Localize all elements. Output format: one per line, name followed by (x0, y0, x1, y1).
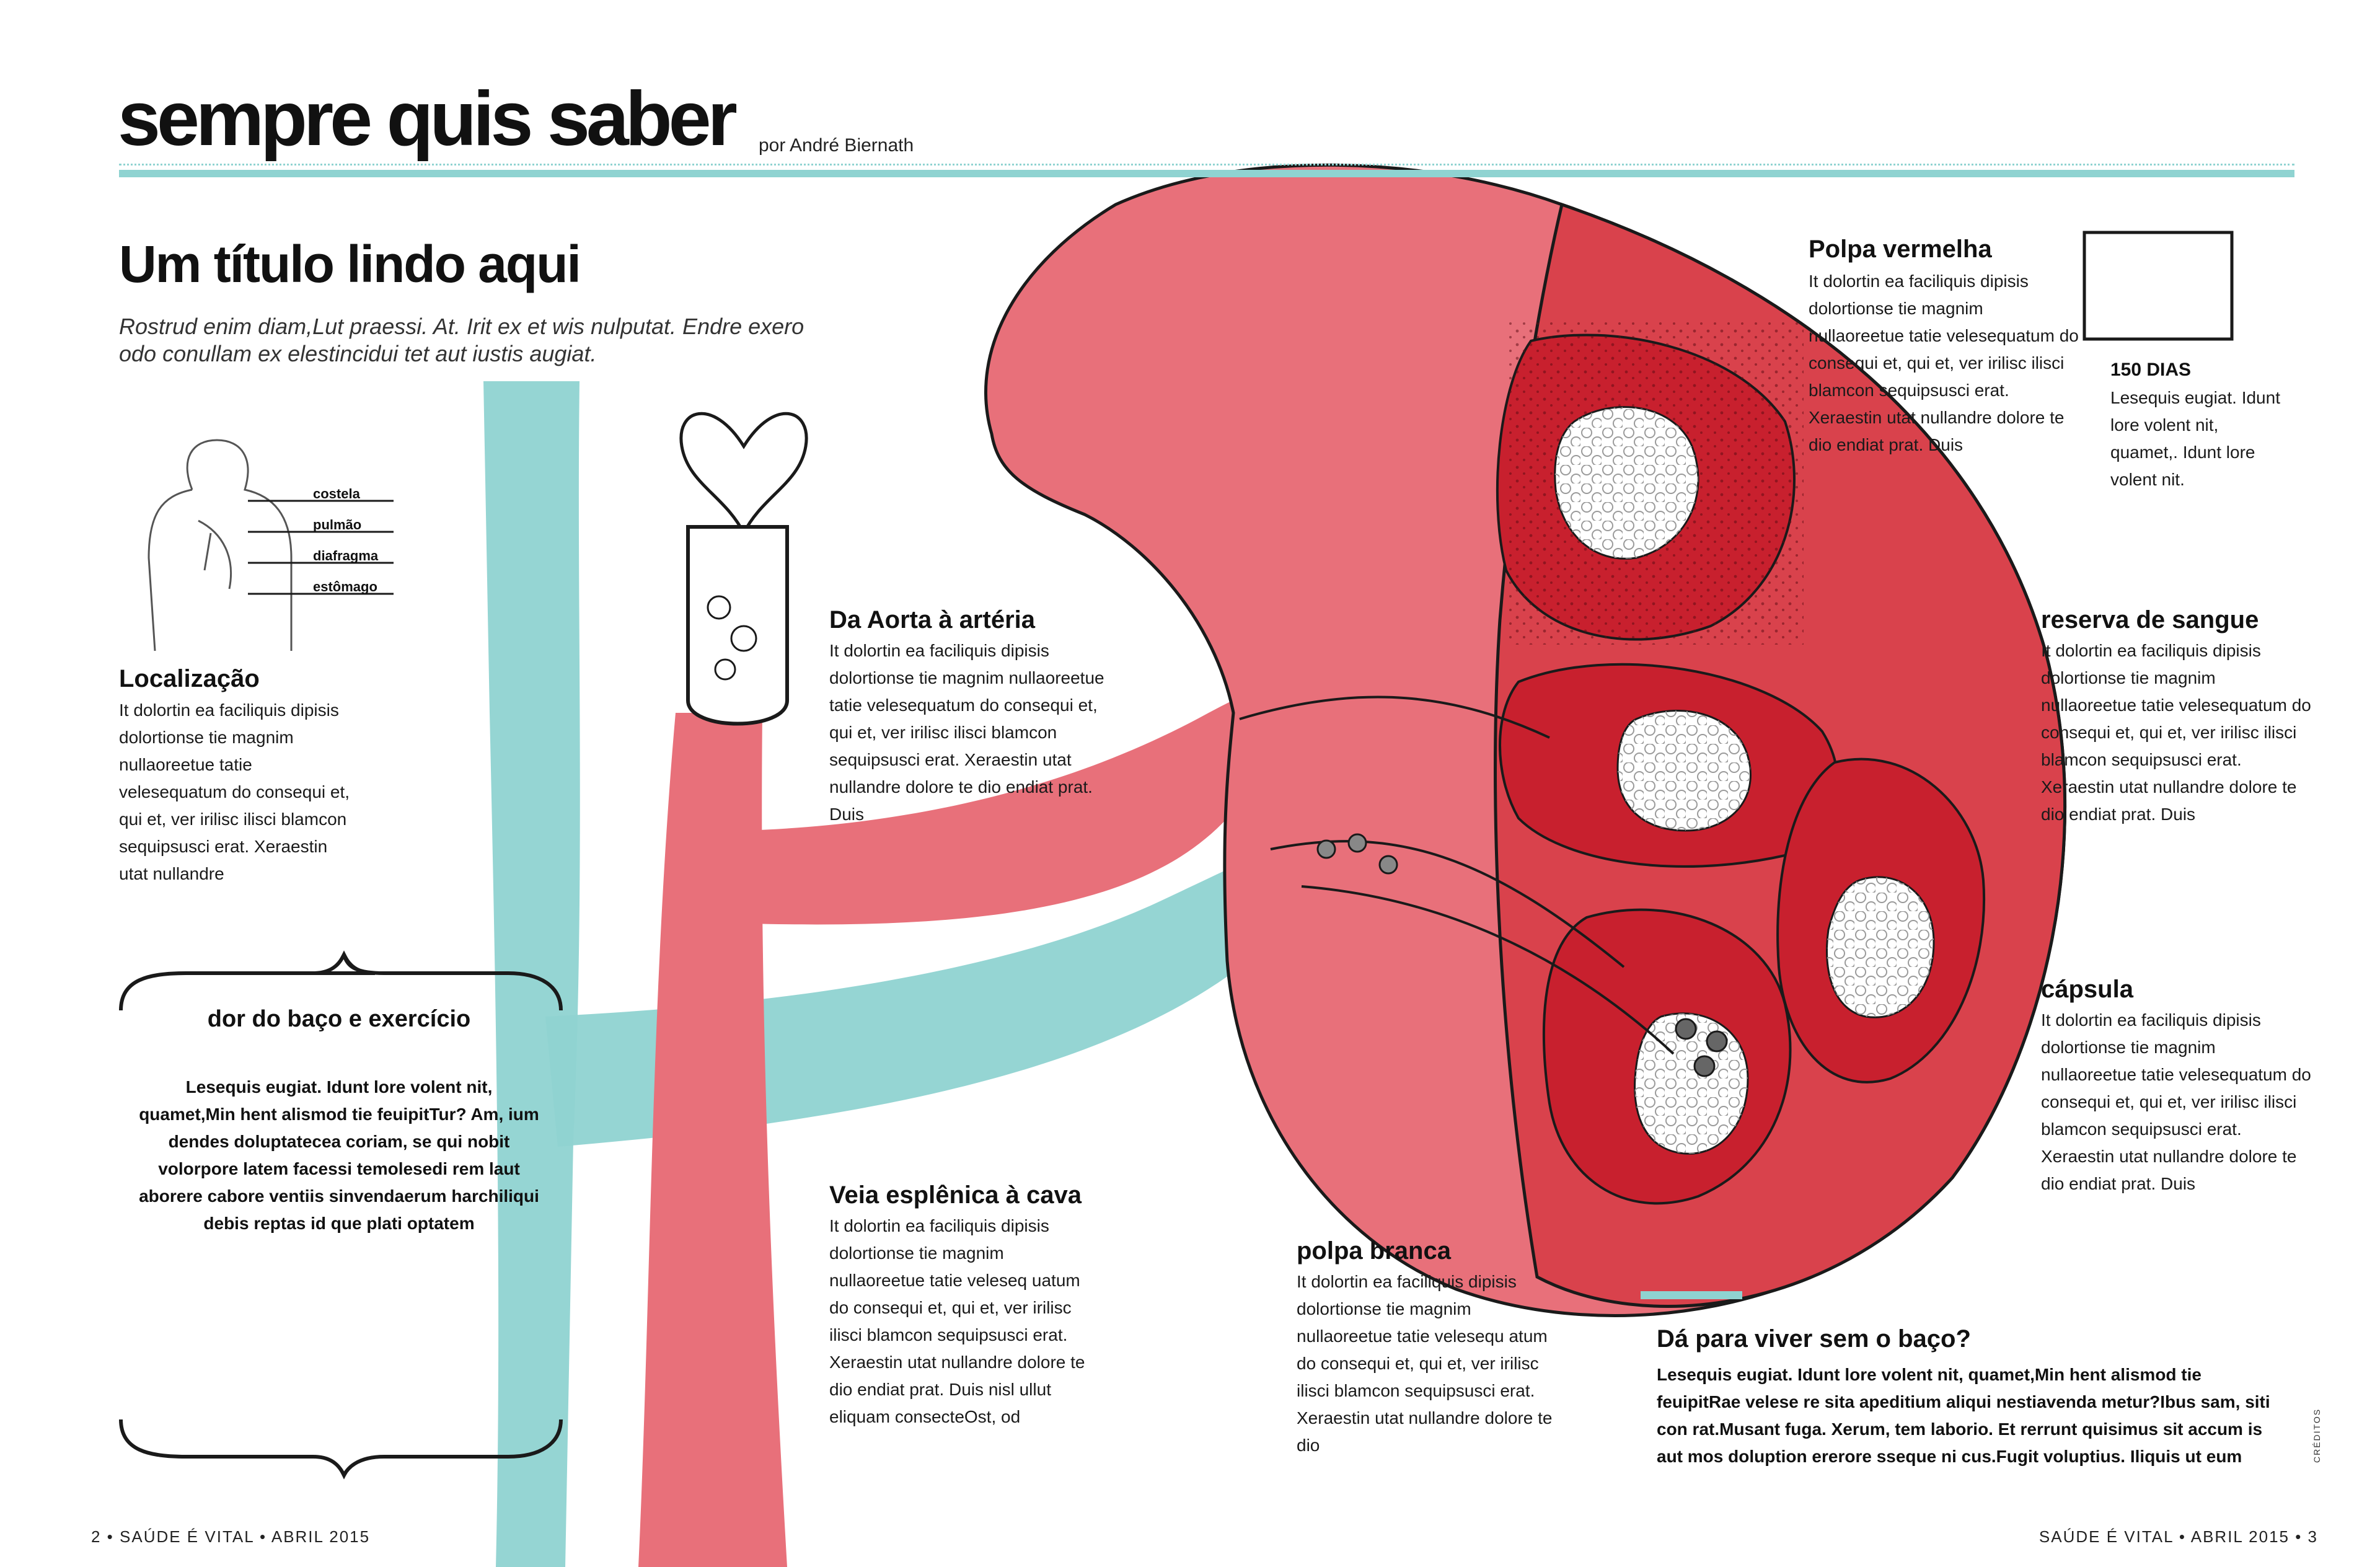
page-subtitle: Rostrud enim diam,Lut praessi. At. Irit … (119, 314, 804, 366)
aorta-heading: Da Aorta à artéria (829, 606, 1035, 633)
footer-right: SAÚDE É VITAL • ABRIL 2015 • 3 (2038, 1527, 2318, 1546)
veia-text: It dolortin ea faciliquis dipisis dolort… (829, 1216, 1085, 1426)
body-label-costela: costela (313, 486, 360, 501)
aorta-text: It dolortin ea faciliquis dipisis dolort… (829, 641, 1104, 824)
localizacao-text: It dolortin ea faciliquis dipisis dolort… (119, 700, 350, 883)
white-pulp-pattern (1827, 876, 1934, 1018)
white-pulp-pattern (1618, 710, 1751, 831)
polpa-branca-text: It dolortin ea faciliquis dipisis dolort… (1297, 1272, 1553, 1455)
section-title: sempre quis saber (118, 76, 738, 162)
reserva-heading: reserva de sangue (2041, 606, 2259, 633)
polpa-branca-heading: polpa branca (1297, 1237, 1451, 1265)
body-label-leaders (248, 500, 394, 595)
footer-left: 2 • SAÚDE É VITAL • ABRIL 2015 (91, 1527, 371, 1546)
body-label-diafragma: diafragma (313, 548, 379, 563)
polpa-vermelha-text: It dolortin ea faciliquis dipisis dolort… (1809, 271, 2079, 454)
header-dotted-rule (119, 164, 2294, 166)
veia-heading: Veia esplênica à cava (829, 1181, 1082, 1209)
capsula-text: It dolortin ea faciliquis dipisis dolort… (2041, 1010, 2311, 1193)
callout-brace-bottom (119, 1419, 563, 1480)
viver-text: Lesequis eugiat. Idunt lore volent nit, … (1657, 1365, 2270, 1466)
polpa-vermelha-heading: Polpa vermelha (1809, 236, 1992, 263)
reserva-text: It dolortin ea faciliquis dipisis dolort… (2041, 641, 2311, 824)
callout-heading: dor do baço e exercício (207, 1006, 471, 1032)
callout-brace-top (119, 950, 376, 1011)
header-rule (119, 170, 2294, 177)
capsula-heading: cápsula (2041, 976, 2133, 1003)
white-pulp-pattern (1554, 407, 1698, 559)
byline: por André Biernath (759, 135, 914, 156)
callout-text: Lesequis eugiat. Idunt lore volent nit, … (139, 1077, 539, 1233)
heart-icon (679, 412, 808, 537)
aorta-shape (638, 713, 787, 1567)
body-label-pulmao: pulmão (313, 517, 362, 532)
image-placeholder (2082, 231, 2234, 341)
test-tube-shape (686, 525, 789, 726)
body-label-estomago: estômago (313, 579, 377, 594)
localizacao-heading: Localização (119, 665, 260, 692)
accent-bar (1641, 1291, 1742, 1299)
page-title: Um título lindo aqui (119, 235, 581, 293)
viver-heading: Dá para viver sem o baço? (1657, 1325, 1971, 1353)
credits: CRÉDITOS (2312, 1408, 2322, 1463)
callout-brace-top-right (342, 954, 563, 1011)
body-outline-sketch (148, 439, 293, 651)
dias-heading: 150 DIAS (2110, 360, 2192, 380)
dias-text: Lesequis eugiat. Idunt lore volent nit, … (2110, 388, 2280, 489)
